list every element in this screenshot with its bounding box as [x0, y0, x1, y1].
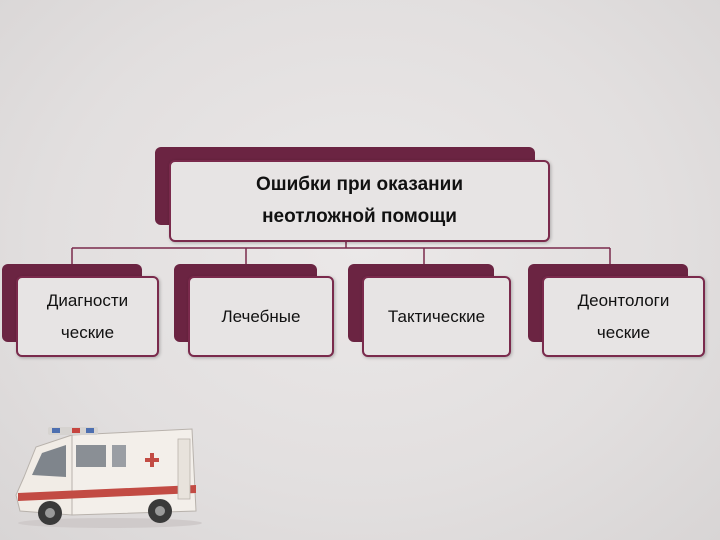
child-3-label: Тактические	[387, 306, 486, 326]
root-node: Ошибки при оказании неотложной помощи	[155, 147, 550, 242]
child-node-treatment: Лечебные	[174, 264, 334, 357]
child-node-tactical: Тактические	[348, 264, 511, 357]
child-2-label: Лечебные	[221, 306, 301, 326]
child-1-label-line1: Диагности	[46, 290, 129, 310]
child-4-label-line2: ческие	[596, 322, 651, 342]
child-node-diagnostic: Диагности ческие	[2, 264, 159, 357]
child-1-label-line2: ческие	[60, 322, 115, 342]
child-node-deontological: Деонтологи ческие	[528, 264, 705, 357]
root-title-line1: Ошибки при оказании	[255, 174, 464, 195]
root-title-line2: неотложной помощи	[262, 206, 457, 227]
ambulance-icon	[15, 427, 202, 528]
child-4-label-line1: Деонтологи	[577, 290, 670, 310]
